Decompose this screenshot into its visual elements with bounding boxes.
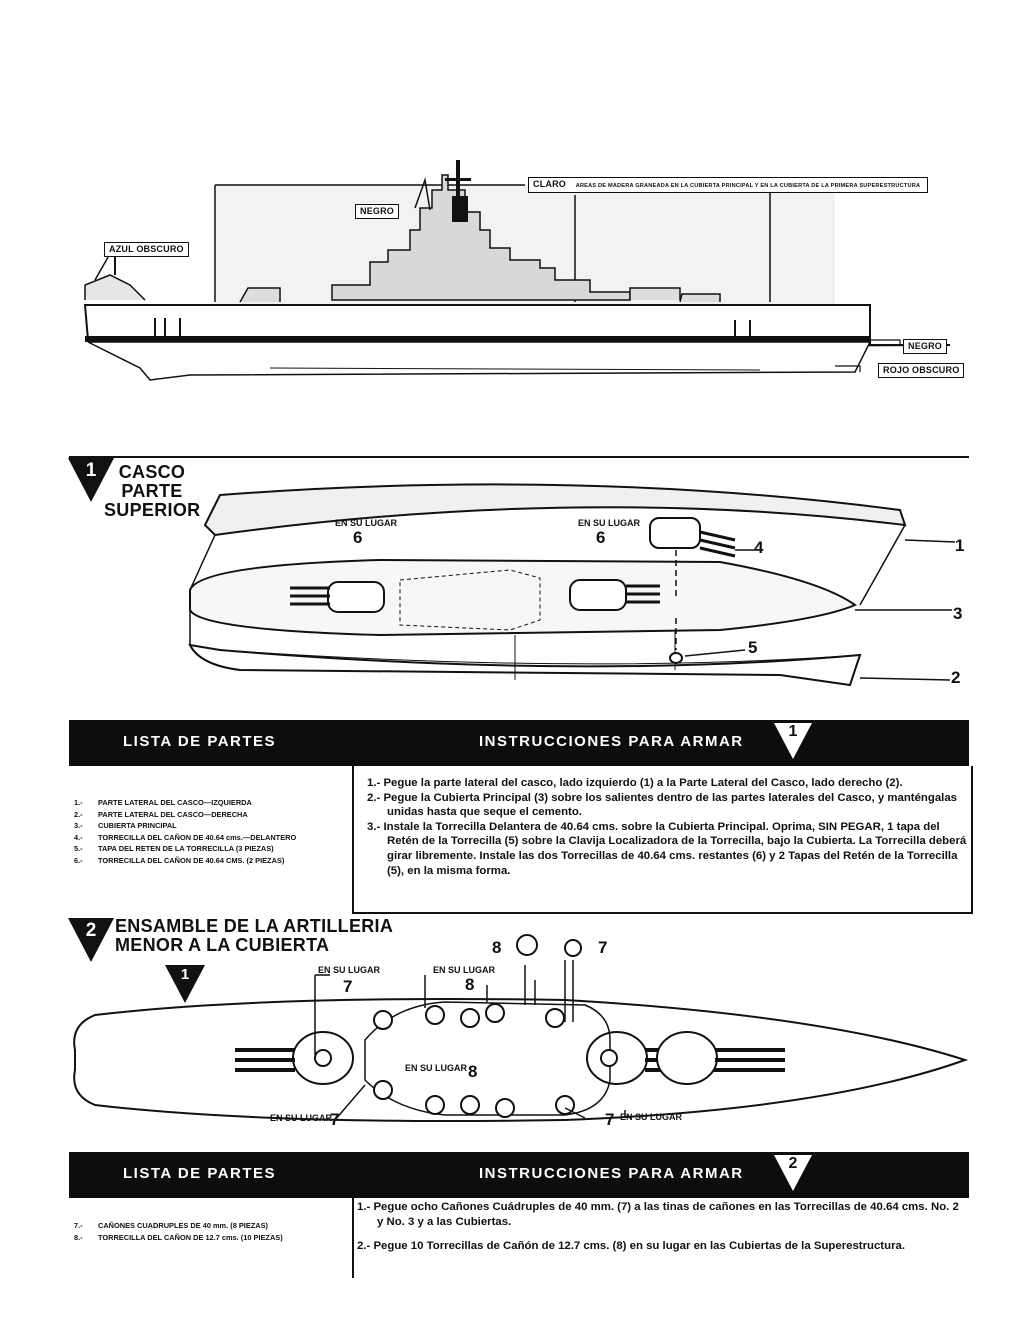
tag-negro-hull: NEGRO [903,339,948,354]
step2-ref-number: 1 [180,966,190,983]
step2-en-su-lugar-2: EN SU LUGAR [433,965,496,975]
part-6-num: 6.- [74,855,83,865]
step2-callout-8-center: 8 [468,1062,478,1081]
callout-5: 5 [748,638,758,657]
tag-negro-top: NEGRO [355,204,400,219]
step1-header-line [69,456,969,458]
turret-4-shape [649,517,736,558]
callout-6b: 6 [596,528,606,547]
part-4-text: TORRECILLA DEL CAÑON DE 40.64 cms.—DELAN… [98,832,297,842]
callout-2: 2 [951,668,961,687]
step1-title-line1: CASCO [118,462,186,482]
part-5-num: 5.- [74,844,83,853]
step1-lists-frame [352,766,973,914]
step2-callout-7-top: 7 [598,938,608,957]
step1-hull-drawing [188,483,956,687]
step2-callout-7-left: 7 [343,977,353,996]
instructions-2: 1.- Pegue ocho Cañones Cuádruples de 40 … [357,1200,962,1254]
step2-en-su-lugar-1: EN SU LUGAR [318,965,381,975]
step2-callout-8-top: 8 [492,938,502,957]
part-4-num: 4.- [74,832,83,842]
bar2-number-badge: 2 [774,1155,812,1191]
callout-4: 4 [754,538,764,557]
step2-lists-divider [352,1198,354,1278]
lista-de-partes-heading-2: LISTA DE PARTES [123,1165,277,1182]
part-3-text: CUBIERTA PRINCIPAL [98,821,177,830]
tag-claro: CLARO AREAS DE MADERA GRANEADA EN LA CUB… [528,177,929,193]
part-6-text: TORRECILLA DEL CAÑON DE 40.64 CMS. (2 PI… [98,855,285,865]
step2-ref-badge: 1 [165,965,205,1003]
turret-6b-shape [569,579,660,611]
step2-title-line2: MENOR A LA CUBIERTA [115,935,330,955]
step1-title-line3: SUPERIOR [104,500,201,520]
part-2-text: PARTE LATERAL DEL CASCO—DERECHA [98,809,248,819]
step1-hull-diagram: EN SU LUGAR EN SU LUGAR 6 6 4 1 3 5 2 [180,470,980,710]
ship-profile-drawing [83,160,951,381]
part-8-num: 8.- [74,1232,83,1242]
step2-number-badge: 2 [68,918,114,962]
part-8: 8.- TORRECILLA DEL CAÑON DE 12.7 cms. (10… [74,1232,283,1244]
part-4: 4.- TORRECILLA DEL CAÑON DE 40.64 cms.—DE… [74,832,296,844]
part-3: 3.- CUBIERTA PRINCIPAL [74,820,296,832]
step1-en-su-lugar-a: EN SU LUGAR [335,518,398,528]
tag-claro-label: CLARO [533,179,566,189]
step1-title-line2: PARTE [121,481,183,501]
part-7: 7.- CAÑONES CUADRUPLES DE 40 mm. (8 PIEZA… [74,1220,283,1232]
callout-3: 3 [953,604,963,623]
tag-azul-obscuro: AZUL OBSCURO [104,242,189,257]
part-7-num: 7.- [74,1221,83,1230]
turret-6a-shape [290,581,385,613]
ship-profile: CLARO AREAS DE MADERA GRANEADA EN LA CUB… [70,150,970,400]
step2-number: 2 [85,920,97,941]
step1-bar: LISTA DE PARTES INSTRUCCIONES PARA ARMAR… [69,720,969,766]
part-1: 1.- PARTE LATERAL DEL CASCO—IZQUIERDA [74,797,296,809]
bar1-number: 1 [788,723,798,740]
instruction-2-1: 1.- Pegue ocho Cañones Cuádruples de 40 … [357,1201,959,1228]
callout-6a: 6 [353,528,363,547]
part-5-text: TAPA DEL RETEN DE LA TORRECILLA (3 PIEZA… [98,844,274,853]
part-5: 5.- TAPA DEL RETEN DE LA TORRECILLA (3 PI… [74,843,296,855]
instrucciones-heading-1: INSTRUCCIONES PARA ARMAR [479,733,744,750]
step2-en-su-lugar-3: EN SU LUGAR [405,1063,468,1073]
parts-list-1: 1.- PARTE LATERAL DEL CASCO—IZQUIERDA 2.-… [74,797,296,866]
part-8-text: TORRECILLA DEL CAÑON DE 12.7 cms. (10 PI… [98,1232,283,1242]
step2-en-su-lugar-4: EN SU LUGAR [270,1113,333,1123]
part-2: 2.- PARTE LATERAL DEL CASCO—DERECHA [74,809,296,821]
part-2-num: 2.- [74,809,83,819]
step2-deck-diagram: EN SU LUGAR EN SU LUGAR EN SU LUGAR EN S… [65,930,975,1150]
instrucciones-heading-2: INSTRUCCIONES PARA ARMAR [479,1165,744,1182]
callout-1: 1 [955,536,965,555]
step2-en-su-lugar-5: EN SU LUGAR [620,1112,683,1122]
part-7-text: CAÑONES CUADRUPLES DE 40 mm. (8 PIEZAS) [98,1221,269,1230]
step2-title-line1: ENSAMBLE DE LA ARTILLERIA [115,916,394,936]
part-3-num: 3.- [74,821,83,830]
step2-callout-7-right: 7 [605,1110,615,1129]
bar1-number-badge: 1 [774,723,812,759]
instruction-2-2: 2.- Pegue 10 Torrecillas de Cañón de 12.… [357,1240,905,1253]
step1-en-su-lugar-b: EN SU LUGAR [578,518,641,528]
part-1-text: PARTE LATERAL DEL CASCO—IZQUIERDA [98,798,252,807]
step1-title: CASCO PARTE SUPERIOR [104,463,200,520]
parts-list-2: 7.- CAÑONES CUADRUPLES DE 40 mm. (8 PIEZA… [74,1220,283,1243]
lista-de-partes-heading-1: LISTA DE PARTES [123,733,277,750]
tag-claro-note: AREAS DE MADERA GRANEADA EN LA CUBIERTA … [572,182,924,190]
instruction-1-1: 1.- Pegue la parte lateral del casco, la… [367,777,903,789]
step1-number-badge: 1 [68,458,114,502]
step2-callout-8-mid: 8 [465,975,475,994]
instruction-1-2: 2.- Pegue la Cubierta Principal (3) sobr… [367,791,957,819]
step2-title: ENSAMBLE DE LA ARTILLERIA MENOR A LA CUB… [115,917,393,955]
step1-number: 1 [85,460,97,481]
bar2-number: 2 [788,1155,798,1172]
part-1-num: 1.- [74,798,83,807]
step2-bar: LISTA DE PARTES INSTRUCCIONES PARA ARMAR… [69,1152,969,1198]
instruction-1-3: 3.- Instale la Torrecilla Delantera de 4… [367,820,967,877]
instructions-1: 1.- Pegue la parte lateral del casco, la… [367,776,967,878]
step2-callout-7-bottom: 7 [330,1110,340,1129]
step2-deck-drawing [73,934,969,1122]
part-6: 6.- TORRECILLA DEL CAÑON DE 40.64 CMS. (2… [74,855,296,867]
tag-rojo-obscuro: ROJO OBSCURO [878,363,965,378]
